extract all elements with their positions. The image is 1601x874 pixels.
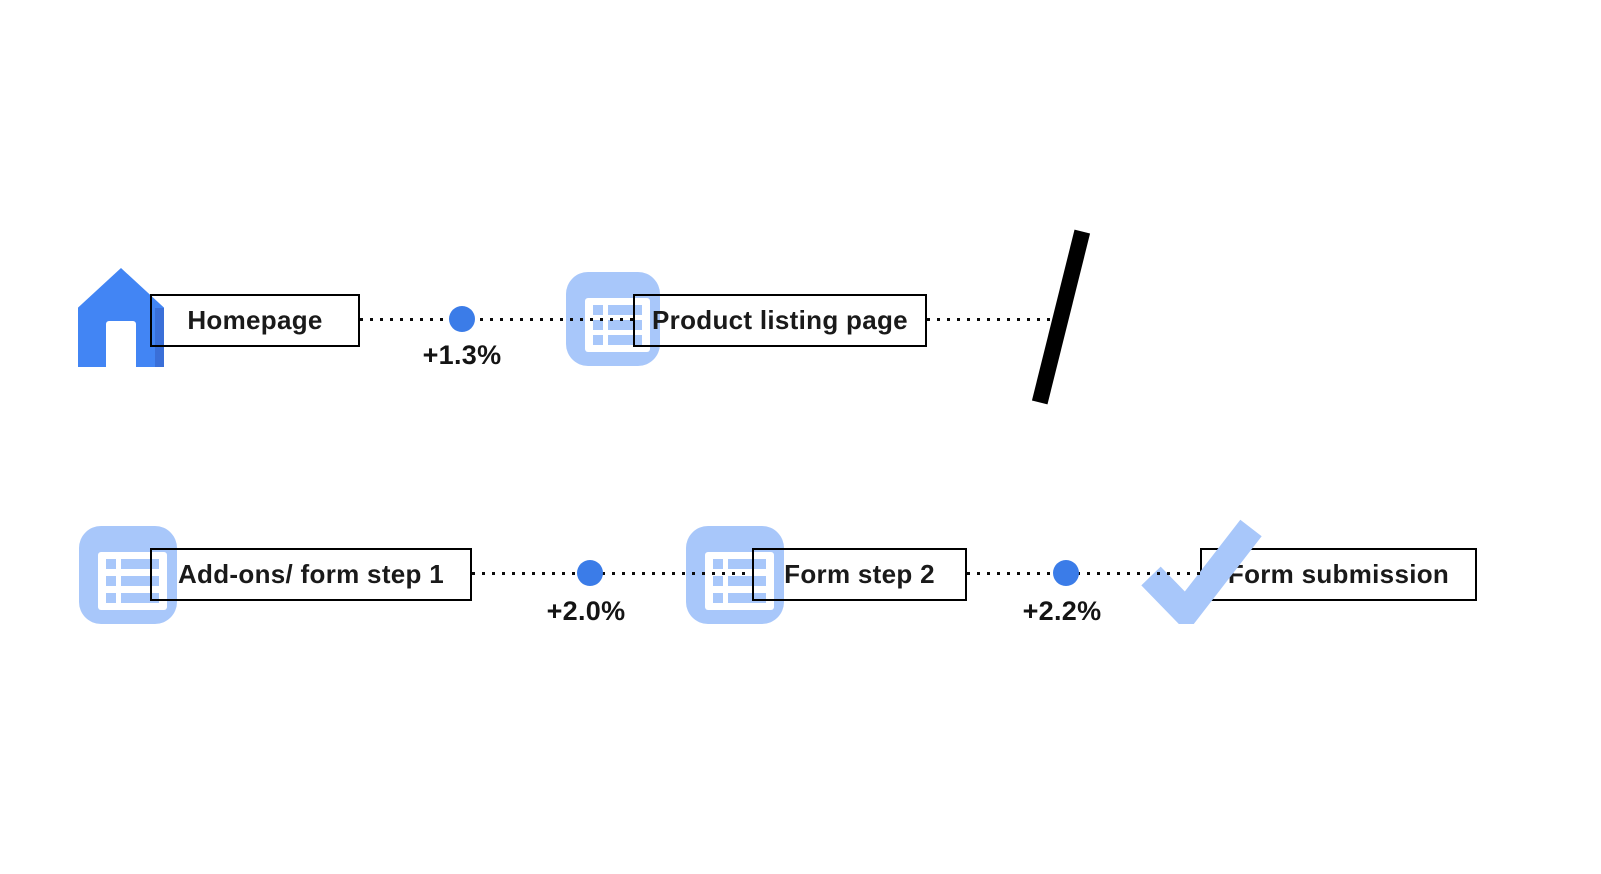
- step-label-form-step-2: Form step 2: [752, 548, 967, 601]
- step-label-product-listing-page: Product listing page: [633, 294, 927, 347]
- step-label-text: Form step 2: [784, 559, 935, 589]
- home-icon-shade: [155, 307, 164, 367]
- dotted-connector-line: [472, 572, 752, 575]
- check-icon: [1140, 516, 1262, 633]
- step-label-addons-form-step-1: Add-ons/ form step 1: [150, 548, 472, 601]
- lift-label: +1.3%: [422, 340, 502, 370]
- step-label-text: Product listing page: [652, 305, 908, 335]
- home-icon-door: [106, 321, 136, 367]
- list-page-icon: [566, 272, 660, 366]
- dotted-connector-line: [360, 318, 633, 321]
- step-label-form-submission: Form submission: [1200, 548, 1477, 601]
- lift-label: +2.0%: [546, 596, 626, 626]
- dotted-connector-line: [967, 572, 1200, 575]
- connector-dot: [449, 306, 475, 332]
- step-label-text: Homepage: [187, 305, 323, 335]
- check-icon-glyph: [1141, 519, 1262, 633]
- step-label-text: Add-ons/ form step 1: [177, 559, 444, 589]
- step-label-text: Form submission: [1227, 559, 1450, 589]
- continuation-slash-icon: [1031, 229, 1091, 405]
- dotted-connector-line: [927, 318, 1051, 321]
- home-icon: [78, 268, 164, 367]
- step-label-homepage: Homepage: [150, 294, 360, 347]
- lift-label: +2.2%: [1022, 596, 1102, 626]
- connector-dot: [577, 560, 603, 586]
- list-page-icon-panel: [585, 298, 650, 352]
- connector-dot: [1053, 560, 1079, 586]
- list-page-icon: [686, 526, 784, 624]
